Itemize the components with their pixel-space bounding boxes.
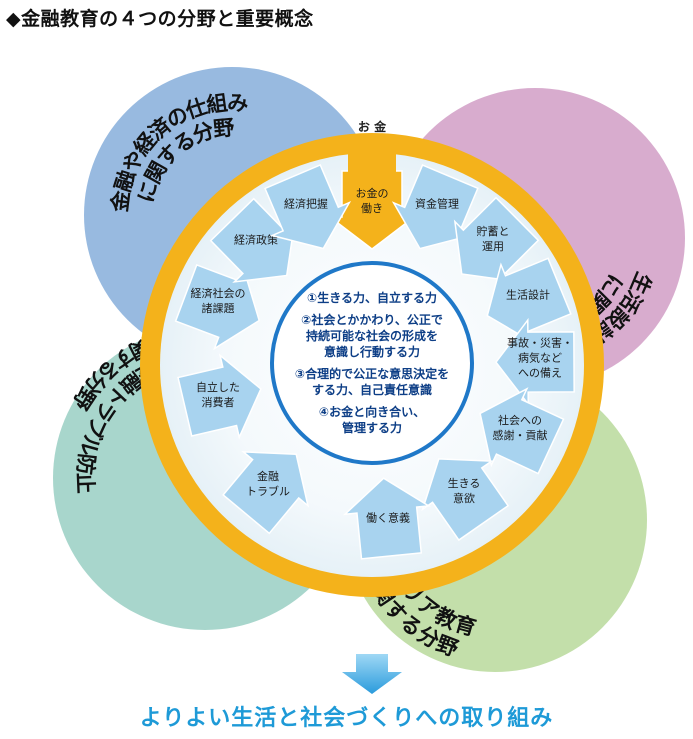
concept-label: 経済把握 [284, 197, 328, 211]
svg-text:金: 金 [107, 188, 134, 214]
concept-arrow-icon [342, 477, 431, 560]
concept-arrow-icon [453, 196, 540, 283]
concept-label: 消費者 [202, 395, 235, 409]
concept-label: トラブル [246, 484, 290, 498]
concept-arrow-icon [486, 257, 572, 345]
competency-4: ④お金と向き合い、管理する力 [319, 404, 425, 435]
concept-label: 経済社会の [191, 286, 246, 300]
concept-will-to-work: 働く意義 [342, 477, 431, 560]
concept-arrow-icon [209, 197, 296, 283]
concept-arrow-icon [421, 458, 510, 542]
concept-label: 貯蓄と [477, 225, 510, 238]
concept-label: お金の [356, 186, 389, 200]
money-label: お 金 [358, 119, 387, 134]
svg-text:④お金と向き合い、: ④お金と向き合い、 [319, 404, 425, 419]
concept-label: 感謝・貢献 [493, 428, 548, 442]
concept-label: 生活設計 [506, 288, 550, 302]
down-arrow-icon [342, 654, 402, 694]
concept-economic-understanding: 経済把握 [264, 163, 352, 250]
svg-text:野: 野 [212, 115, 235, 141]
concept-label: 自立した [196, 380, 240, 394]
concept-arrow-icon [479, 387, 565, 475]
svg-text:組: 組 [205, 91, 229, 118]
concept-label: 意欲 [453, 491, 475, 505]
svg-text:管理する力: 管理する力 [342, 420, 402, 435]
concept-label: 病気など [518, 351, 562, 365]
page-title: ◆金融教育の４つの分野と重要概念 [6, 8, 314, 30]
concept-arrow-icon [264, 163, 352, 250]
svg-text:する力、自己責任意識: する力、自己責任意識 [312, 382, 432, 397]
svg-text:①生きる力、自立する力: ①生きる力、自立する力 [307, 290, 437, 305]
concept-label: 経済政策 [234, 233, 278, 247]
concept-arrow-icon [177, 353, 262, 440]
svg-text:③合理的で公正な意思決定を: ③合理的で公正な意思決定を [295, 366, 449, 381]
concept-label: 事故・災害・ [507, 336, 573, 350]
concept-life-design: 生活設計 [486, 257, 572, 345]
core-competencies: ①生きる力、自立する力 ②社会とかかわり、公正で持続可能な社会の形成を意識し行動す… [270, 261, 474, 465]
svg-text:持続可能な社会の形成を: 持続可能な社会の形成を [306, 328, 438, 343]
concept-label: 運用 [482, 240, 504, 253]
svg-text:み: み [227, 91, 249, 116]
concept-arrow-icon [222, 451, 310, 535]
concept-arrow-icon [495, 317, 575, 407]
svg-text:止: 止 [73, 472, 98, 494]
concept-label: 働く意義 [366, 511, 410, 525]
competency-1: ①生きる力、自立する力 [307, 290, 437, 305]
svg-text:②社会とかかわり、公正で: ②社会とかかわり、公正で [301, 312, 443, 327]
svg-text:意識し行動する力: 意識し行動する力 [324, 344, 420, 359]
concept-label: 社会への [498, 413, 542, 427]
concept-label: 資金管理 [415, 197, 459, 211]
bottom-slogan: よりよい生活と社会づくりへの取り組み [139, 706, 554, 731]
concept-label: 金融 [257, 469, 279, 483]
svg-text:防: 防 [73, 452, 99, 476]
concept-label: への備え [518, 367, 562, 380]
concept-arrow-icon [174, 263, 261, 351]
concept-economic-policy: 経済政策 [209, 197, 296, 283]
concept-label: 生きる [448, 476, 481, 490]
concept-label: 働き [361, 202, 383, 215]
concept-label: 諸課題 [202, 301, 235, 315]
